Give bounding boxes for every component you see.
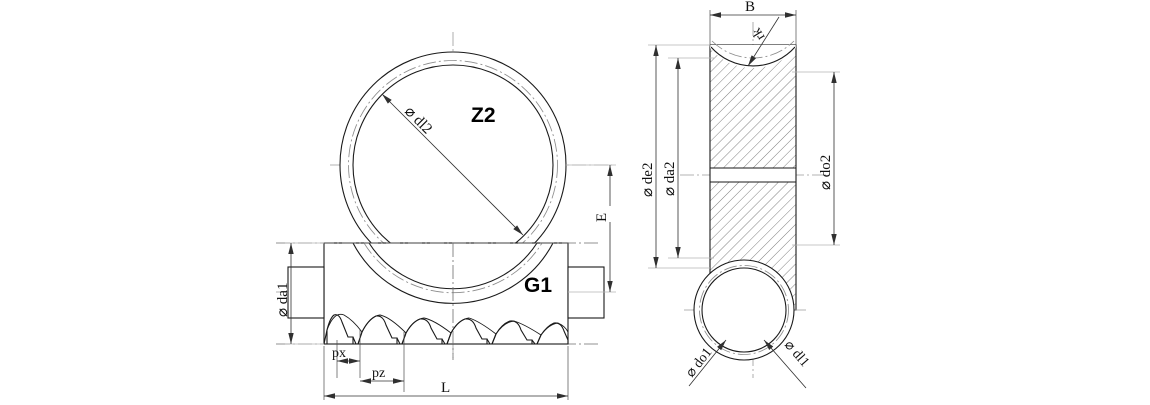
- gear-part-label: Z2: [471, 104, 496, 127]
- gear-outer-arc-over-worm: [352, 242, 554, 304]
- worm-end-outer-circle: [693, 259, 795, 361]
- B-label: B: [745, 0, 755, 15]
- thread-crest-helix: [326, 313, 569, 336]
- section-hatch-upper: [710, 45, 796, 168]
- dia-da2-label: ⌀ da2: [662, 162, 678, 196]
- dia-de2-label: ⌀ de2: [640, 163, 656, 197]
- E-label: E: [594, 213, 610, 222]
- dia-do1-label: ⌀ do1: [683, 345, 715, 380]
- dia-da1-label: ⌀ da1: [275, 283, 291, 317]
- dl2-dimension-leader: [381, 93, 524, 236]
- dia-do2-label: ⌀ do2: [818, 155, 834, 190]
- worm-shaft-left: [287, 266, 325, 319]
- thread-tooth: [326, 314, 354, 345]
- E-label-mask: [602, 206, 618, 222]
- L-label: L: [441, 380, 450, 396]
- px-label: px: [332, 346, 346, 361]
- worm-end-pitch-circle: [699, 265, 789, 355]
- worm-shaft-right: [567, 266, 605, 319]
- rk-label: rk: [749, 25, 768, 43]
- dl1-leader: [763, 339, 807, 389]
- do1-leader: [688, 339, 727, 387]
- worm-end-core-circle: [701, 267, 787, 353]
- rk-radius-leader: [747, 16, 780, 67]
- pz-label: pz: [372, 366, 385, 381]
- worm-part-label: G1: [524, 274, 552, 297]
